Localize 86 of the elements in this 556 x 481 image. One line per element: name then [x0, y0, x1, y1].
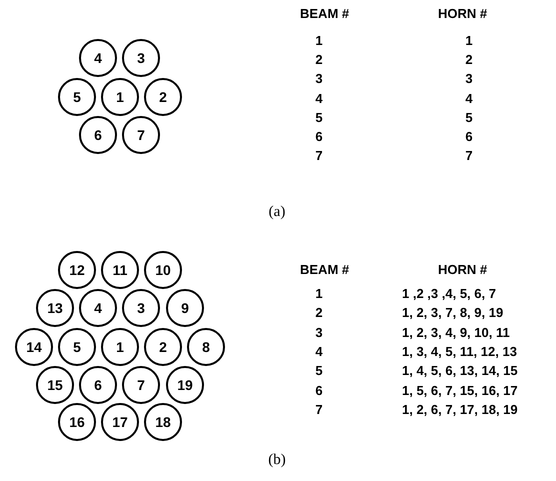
- horn-circle: [36, 366, 74, 404]
- table-cell: 7: [315, 148, 323, 164]
- column-header: BEAM #: [300, 262, 350, 278]
- table-cell: 1, 5, 6, 7, 15, 16, 17: [402, 382, 518, 398]
- horn-circle: [79, 366, 117, 404]
- table-cell: 6: [315, 129, 323, 145]
- horn-number: 3: [137, 300, 145, 316]
- horn-number: 6: [94, 127, 102, 143]
- horn-circle: [166, 366, 204, 404]
- horn-number: 15: [47, 377, 63, 393]
- horn-circle: [101, 328, 139, 366]
- table-cell: 6: [315, 382, 323, 398]
- table-cell: 1 ,2 ,3 ,4, 5, 6, 7: [402, 286, 496, 302]
- table-cell: 2: [465, 52, 473, 68]
- column-header: BEAM #: [300, 6, 350, 22]
- horn-circle: [58, 251, 96, 289]
- horn-circle: [122, 289, 160, 327]
- horn-circle: [144, 328, 182, 366]
- table-cell: 7: [315, 402, 323, 418]
- horn-number: 5: [73, 89, 81, 105]
- horn-circle: [58, 328, 96, 366]
- table-cell: 5: [465, 110, 473, 126]
- horn-number: 7: [137, 127, 145, 143]
- horn-circle: [187, 328, 225, 366]
- table-cell: 7: [465, 148, 473, 164]
- horn-circle: [144, 78, 182, 116]
- horn-number: 4: [94, 300, 102, 316]
- horn-number: 8: [202, 339, 210, 355]
- table-cell: 1, 2, 3, 4, 9, 10, 11: [402, 324, 510, 341]
- horn-circle: [58, 78, 96, 116]
- horn-number: 3: [137, 50, 145, 66]
- horn-number: 2: [159, 339, 167, 355]
- table-cell: 3: [315, 71, 323, 88]
- table-cell: 4: [465, 90, 473, 107]
- horn-circle: [122, 366, 160, 404]
- horn-number: 9: [181, 300, 189, 316]
- horn-circle: [58, 403, 96, 441]
- table-cell: 4: [315, 90, 323, 107]
- horn-number: 1: [116, 89, 124, 105]
- table-cell: 1: [315, 286, 323, 302]
- horn-number: 18: [155, 414, 171, 430]
- table-cell: 1, 2, 6, 7, 17, 18, 19: [402, 402, 518, 418]
- table-cell: 1: [315, 33, 323, 49]
- table-cell: 2: [315, 305, 323, 322]
- horn-circle: [101, 78, 139, 116]
- horn-circle: [101, 251, 139, 289]
- horn-number: 14: [26, 339, 42, 355]
- horn-number: 19: [177, 377, 193, 393]
- table-cell: 2: [315, 52, 323, 68]
- table-cell: 3: [315, 324, 323, 341]
- horn-number: 6: [94, 377, 102, 393]
- horn-circle: [144, 251, 182, 289]
- horn-number: 11: [112, 262, 128, 278]
- table-cell: 1, 3, 4, 5, 11, 12, 13: [402, 344, 517, 360]
- horn-number: 7: [137, 377, 145, 393]
- horn-number: 1: [116, 339, 124, 355]
- horn-circle: [166, 289, 204, 327]
- table-cell: 1, 4, 5, 6, 13, 14, 15: [402, 363, 518, 380]
- horn-number: 13: [47, 300, 63, 316]
- horn-number: 2: [159, 89, 167, 105]
- horn-number: 17: [112, 414, 128, 430]
- horn-circle: [122, 116, 160, 154]
- panel-label: (b): [268, 452, 286, 469]
- table-cell: 4: [315, 344, 323, 360]
- horn-number: 10: [155, 262, 171, 278]
- table-cell: 6: [465, 129, 473, 145]
- table-cell: 5: [315, 363, 323, 380]
- horn-number: 4: [94, 50, 102, 66]
- horn-circle: [79, 39, 117, 77]
- panel-label: (a): [268, 204, 286, 221]
- horn-number: 12: [69, 262, 85, 278]
- table-cell: 5: [315, 110, 323, 126]
- horn-number: 16: [69, 414, 85, 430]
- horn-circle: [144, 403, 182, 441]
- horn-circle: [15, 328, 53, 366]
- horn-circle: [79, 289, 117, 327]
- column-header: HORN #: [438, 262, 488, 278]
- table-cell: 1: [465, 33, 473, 49]
- table-cell: 1, 2, 3, 7, 8, 9, 19: [402, 305, 504, 322]
- horn-circle: [79, 116, 117, 154]
- horn-number: 5: [73, 339, 81, 355]
- column-header: HORN #: [438, 6, 488, 22]
- table-cell: 3: [465, 71, 473, 88]
- horn-circle: [101, 403, 139, 441]
- horn-circle: [122, 39, 160, 77]
- horn-circle: [36, 289, 74, 327]
